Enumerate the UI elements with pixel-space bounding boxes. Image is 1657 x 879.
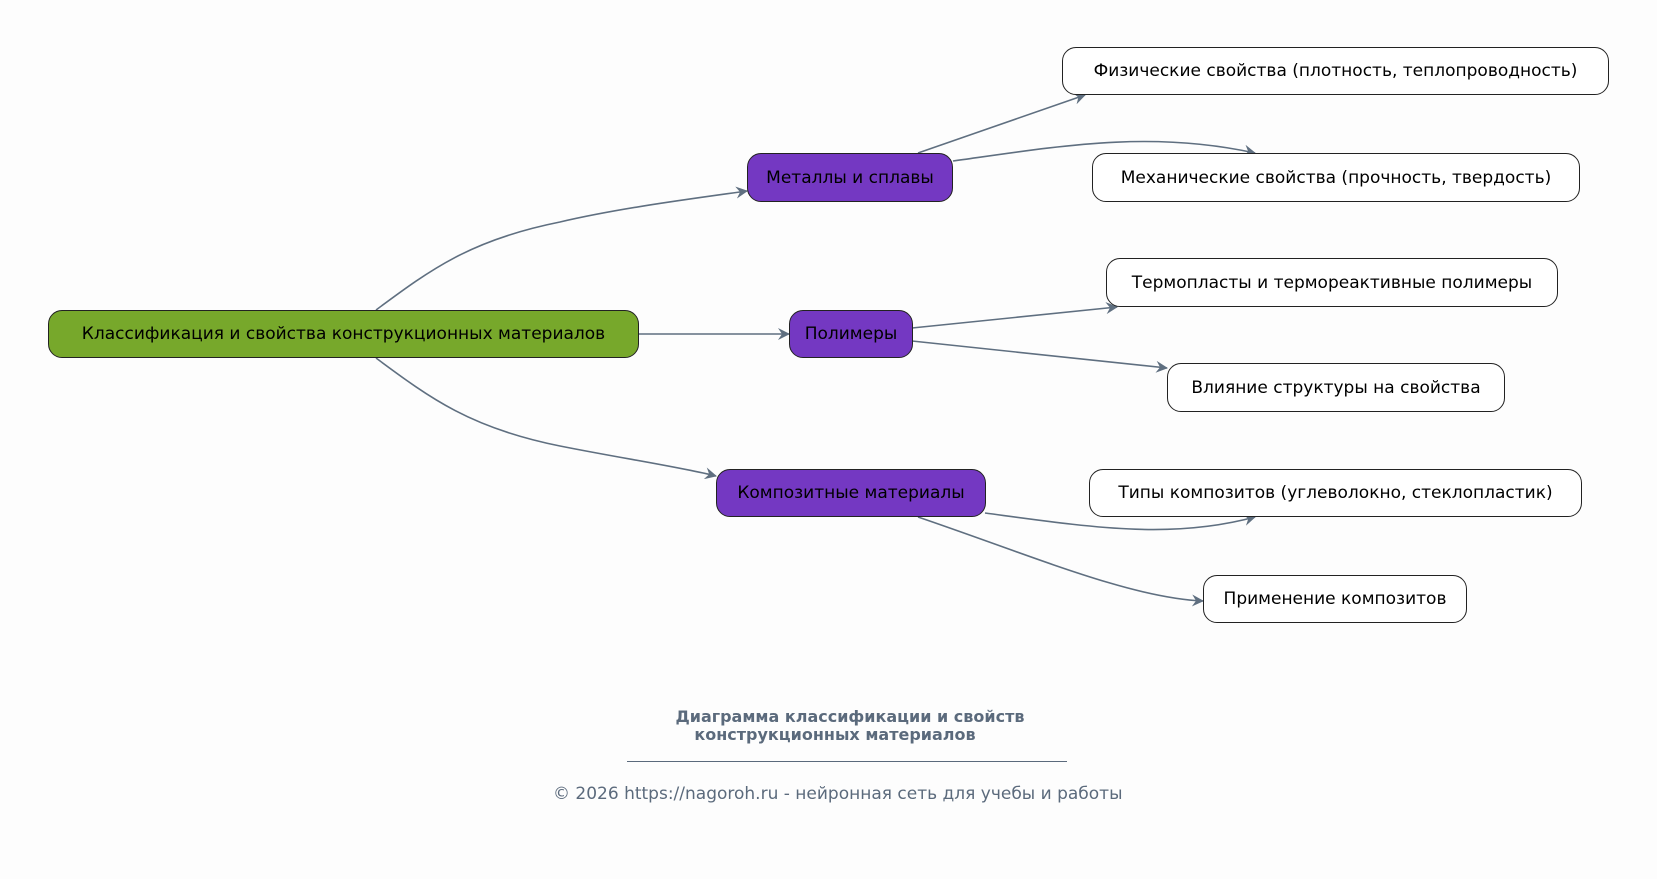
edge-metals-mechanical bbox=[952, 140, 1256, 162]
node-structure-influence[interactable]: Влияние структуры на свойства bbox=[1167, 363, 1505, 412]
node-composite-types[interactable]: Типы композитов (углеволокно, стеклоплас… bbox=[1089, 469, 1582, 517]
edge-polymers-structure bbox=[911, 340, 1168, 373]
node-thermoplastics[interactable]: Термопласты и термореактивные полимеры bbox=[1106, 258, 1558, 307]
node-polymers[interactable]: Полимеры bbox=[789, 310, 913, 358]
node-metals[interactable]: Металлы и сплавы bbox=[747, 153, 953, 202]
edge-metals-physical bbox=[917, 92, 1086, 154]
edge-polymers-thermo bbox=[911, 302, 1118, 329]
root-node[interactable]: Классификация и свойства конструкционных… bbox=[48, 310, 639, 358]
edge-composites-application bbox=[917, 516, 1204, 607]
title-divider bbox=[627, 761, 1067, 762]
node-physical-properties[interactable]: Физические свойства (плотность, теплопро… bbox=[1062, 47, 1609, 95]
edge-root-composites bbox=[375, 357, 717, 480]
edge-root-metals bbox=[375, 186, 748, 311]
node-composite-application[interactable]: Применение композитов bbox=[1203, 575, 1467, 623]
diagram-title-line1: Диаграмма классификации и свойств bbox=[675, 707, 1025, 726]
diagram-title-line2: конструкционных материалов bbox=[694, 725, 976, 744]
node-mechanical-properties[interactable]: Механические свойства (прочность, твердо… bbox=[1092, 153, 1580, 202]
node-composites[interactable]: Композитные материалы bbox=[716, 469, 986, 517]
edge-composites-types bbox=[984, 512, 1256, 531]
footer-copyright: © 2026 https://nagoroh.ru - нейронная се… bbox=[553, 784, 1123, 804]
